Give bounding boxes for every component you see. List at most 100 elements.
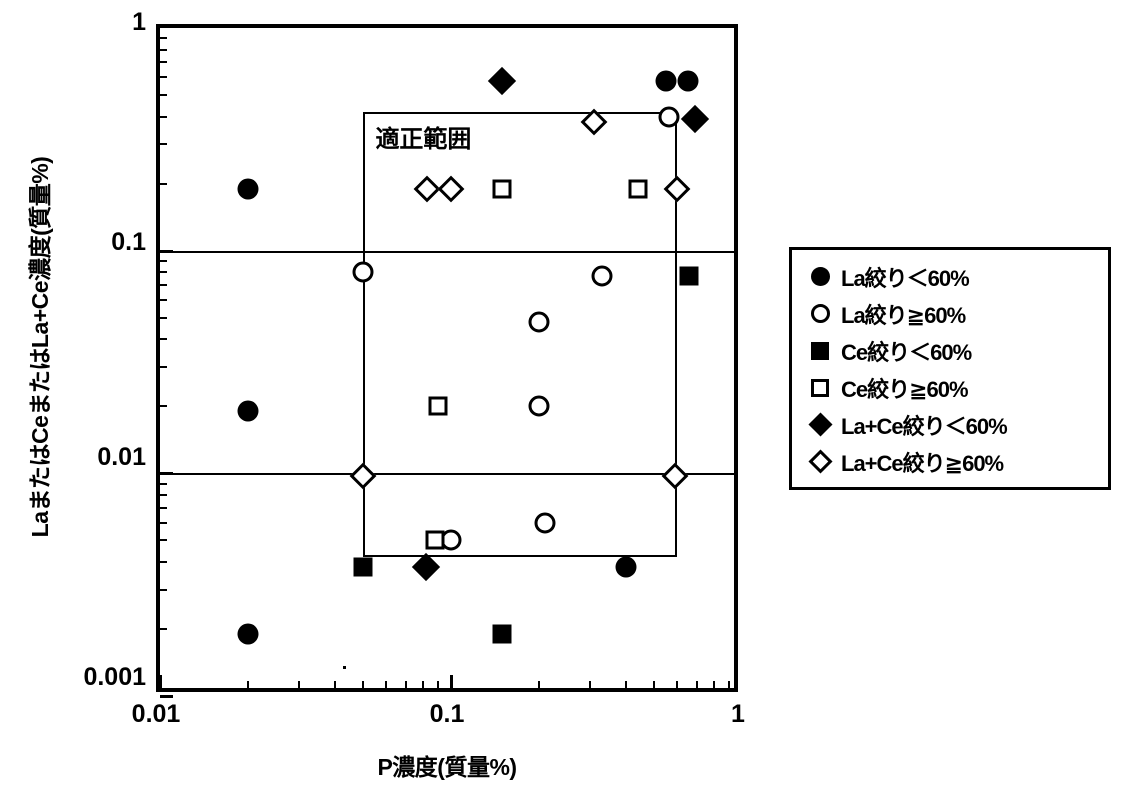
y-axis-tick xyxy=(160,338,167,341)
y-axis-tick xyxy=(160,299,167,302)
y-axis-tick xyxy=(160,249,173,253)
y-tick-label-group: 1 0.1 0.01 0.001 xyxy=(0,0,146,700)
x-axis-tick xyxy=(362,681,365,688)
x-axis-tick xyxy=(625,681,628,688)
legend: La絞り＜60% La絞り≧60% Ce絞り＜60% Ce絞り≧60% La+Ce絞り＜… xyxy=(789,247,1111,490)
y-axis-tick xyxy=(160,560,167,563)
data-point-circle-filled xyxy=(615,556,637,578)
plot-area: 適正範囲 xyxy=(156,24,738,698)
x-tick-label: 0.01 xyxy=(131,700,181,728)
y-tick-label: 1 xyxy=(132,8,146,36)
legend-item: Ce絞り≧60% xyxy=(806,369,1108,406)
x-axis-tick xyxy=(404,681,407,688)
data-point-square-filled xyxy=(679,266,699,286)
x-axis-tick xyxy=(588,681,591,688)
appropriate-range-label: 適正範囲 xyxy=(375,126,472,154)
legend-item: Ce絞り＜60% xyxy=(806,332,1108,369)
square-filled-icon xyxy=(806,341,834,360)
y-axis-tick xyxy=(160,588,167,591)
y-axis-tick xyxy=(160,48,167,51)
y-axis-tick xyxy=(160,94,167,97)
data-point-circle-open xyxy=(352,261,374,283)
y-tick-label: 0.01 xyxy=(97,443,146,471)
y-axis-tick xyxy=(160,37,167,40)
y-axis-tick xyxy=(160,76,167,79)
data-point-diamond-filled xyxy=(488,66,517,95)
y-axis-tick xyxy=(160,271,167,274)
data-point-circle-open xyxy=(658,106,680,128)
data-point-square-open xyxy=(628,179,648,199)
data-point-circle-filled xyxy=(237,178,259,200)
legend-item: La+Ce絞り＜60% xyxy=(806,406,1108,443)
diamond-open-icon xyxy=(806,449,834,474)
y-axis-tick xyxy=(160,521,167,524)
data-point-square-filled xyxy=(492,624,512,644)
x-axis-tick xyxy=(450,675,453,688)
gridline-horizontal xyxy=(160,250,734,253)
data-point-circle-filled xyxy=(237,623,259,645)
y-axis-tick xyxy=(160,472,173,476)
appropriate-range-box xyxy=(363,111,678,558)
x-axis-tick xyxy=(653,681,656,688)
y-axis-tick xyxy=(160,143,167,146)
y-axis-tick xyxy=(160,366,167,369)
y-axis-tick xyxy=(160,482,167,485)
x-tick-label-group: 0.01 0.1 1 xyxy=(0,700,1134,740)
x-axis-tick xyxy=(159,675,162,688)
y-axis-tick xyxy=(160,695,173,698)
x-tick-label: 0.1 xyxy=(429,700,465,728)
y-axis-tick xyxy=(160,284,167,287)
square-open-icon xyxy=(806,378,834,397)
legend-item-label: Ce絞り＜60% xyxy=(841,339,972,365)
data-point-square-open xyxy=(428,396,448,416)
x-axis-tick xyxy=(676,681,679,688)
y-axis-tick xyxy=(160,539,167,542)
legend-item: La絞り≧60% xyxy=(806,295,1108,332)
legend-item: La絞り＜60% xyxy=(806,258,1108,295)
legend-item-label: La+Ce絞り＜60% xyxy=(841,413,1008,439)
legend-item-label: Ce絞り≧60% xyxy=(841,376,969,402)
x-axis-tick xyxy=(436,681,439,688)
gridline-horizontal xyxy=(160,473,734,476)
data-point-circle-filled xyxy=(655,70,677,92)
scan-speck xyxy=(343,666,346,669)
x-axis-tick xyxy=(246,681,249,688)
data-point-square-open xyxy=(492,179,512,199)
data-point-circle-open xyxy=(528,311,550,333)
data-point-square-filled xyxy=(353,557,373,577)
y-tick-label: 0.1 xyxy=(111,228,146,256)
y-axis-tick xyxy=(160,316,167,319)
x-axis-tick xyxy=(537,681,540,688)
y-axis-tick xyxy=(160,627,167,630)
legend-item: La+Ce絞り≧60% xyxy=(806,443,1108,480)
x-axis-tick xyxy=(712,681,715,688)
circle-open-icon xyxy=(806,304,834,323)
data-point-diamond-filled xyxy=(680,104,710,134)
y-axis-tick xyxy=(160,493,167,496)
data-point-circle-filled xyxy=(677,70,699,92)
x-axis-title: P濃度(質量%) xyxy=(377,754,517,780)
legend-item-label: La絞り≧60% xyxy=(841,302,966,328)
y-axis-tick xyxy=(160,506,167,509)
diamond-filled-icon xyxy=(806,412,834,437)
legend-item-label: La絞り＜60% xyxy=(841,265,970,291)
x-axis-tick xyxy=(334,681,337,688)
data-point-circle-filled xyxy=(237,400,259,422)
circle-filled-icon xyxy=(806,267,834,286)
data-point-circle-open xyxy=(534,512,556,534)
y-axis-tick xyxy=(160,405,167,408)
legend-item-label: La+Ce絞り≧60% xyxy=(841,450,1004,476)
x-axis-tick xyxy=(385,681,388,688)
x-axis-tick xyxy=(297,681,300,688)
x-tick-label: 1 xyxy=(731,700,745,728)
data-point-circle-open xyxy=(591,265,613,287)
x-axis-tick xyxy=(727,681,730,688)
y-axis-tick xyxy=(160,259,167,262)
data-point-square-open xyxy=(425,530,445,550)
x-axis-tick xyxy=(695,681,698,688)
x-axis-tick xyxy=(421,681,424,688)
y-tick-label: 0.001 xyxy=(83,663,146,691)
y-axis-tick xyxy=(160,61,167,64)
y-axis-tick xyxy=(160,115,167,118)
